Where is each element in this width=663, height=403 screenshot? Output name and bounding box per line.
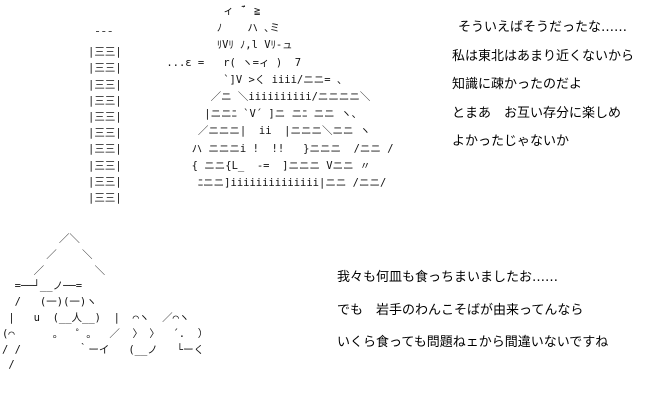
dialogue-line: よかったじゃないか [452,134,570,149]
dialogue-bottom: 我々も何皿も食っちまいましたお…… でも 岩手のわんこそばが由来ってんなら いく… [337,262,608,360]
dialogue-line: でも 岩手のわんこそばが由来ってんなら [337,302,584,318]
dialogue-line: 私は東北はあまり近くないから [452,48,635,64]
character-bowls-art: ／＼ ／ ＼ ／ ＼ =──┘__ノ──= / (一)(一)ヽ | u (__人… [2,233,209,372]
dialogue-line: 知識に疎かったのだよ [452,77,583,92]
dialogue-line: 我々も何皿も食っちまいましたお…… [337,270,559,285]
character-figure-art: ィ ̄ ﾞ ≧ ﾉ ハ ､ミ ﾘVﾘ ﾉ,l Vﾘ-ュ ...ε = r( ヽ=… [166,5,394,190]
dialogue-line: そういえばそうだったな…… [458,20,628,35]
bowl-stack-art: ̄ ̄ ̄ |三三| |三三| |三三| |三三| |三三| |三三| |三三|… [88,30,122,205]
dialogue-top: そういえばそうだったな…… 私は東北はあまり近くないから 知識に疎かったのだよ … [452,14,634,157]
dialogue-line: とまあ お互い存分に楽しめ [452,105,622,121]
dialogue-line: いくら食っても問題ねェから間違いないですね [337,335,609,350]
